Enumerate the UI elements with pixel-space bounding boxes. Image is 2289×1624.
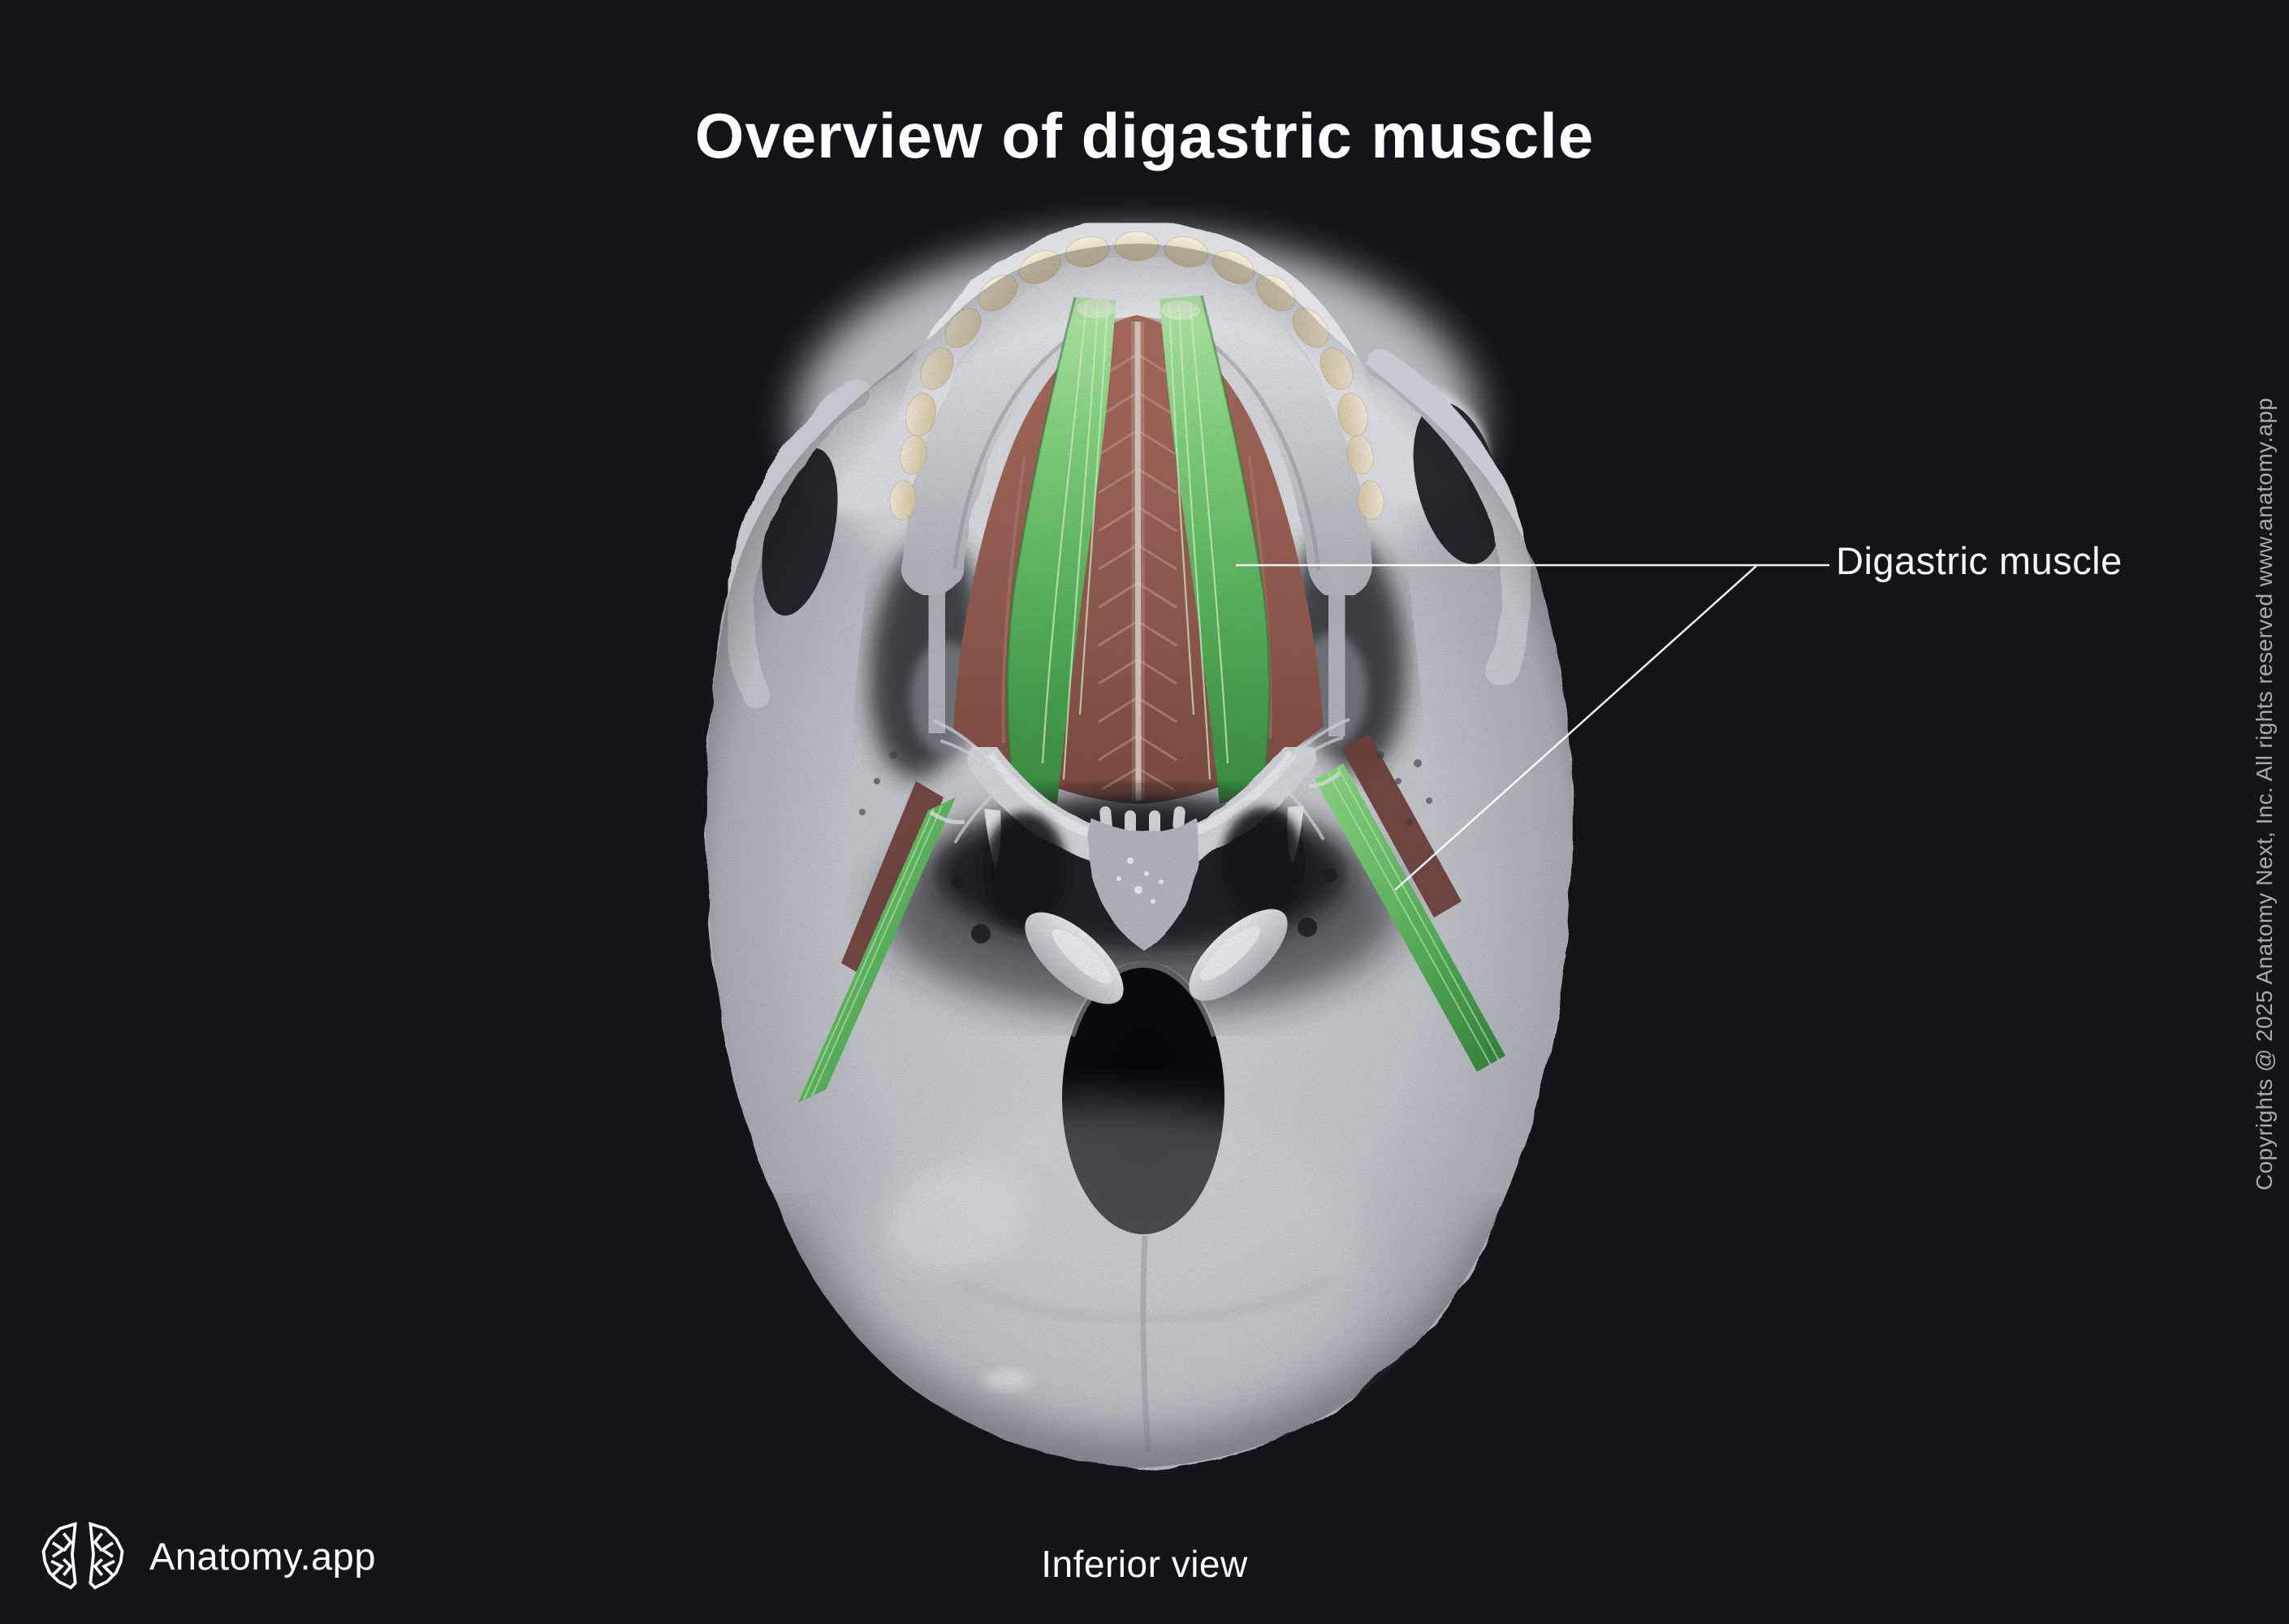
page-title: Overview of digastric muscle <box>694 100 1595 172</box>
view-caption: Inferior view <box>1041 1543 1248 1585</box>
leader-lines <box>1236 564 1829 891</box>
leader-line-diagonal <box>1394 565 1757 891</box>
brain-logo-icon <box>41 1522 124 1590</box>
brand-footer: Anatomy.app <box>37 1517 376 1595</box>
occiput <box>705 244 1573 1468</box>
brand-name: Anatomy.app <box>149 1534 376 1578</box>
copyright-text: Copyrights @ 2025 Anatomy Next, Inc. All… <box>2252 397 2277 1190</box>
digastric-muscle-label: Digastric muscle <box>1836 539 2123 582</box>
